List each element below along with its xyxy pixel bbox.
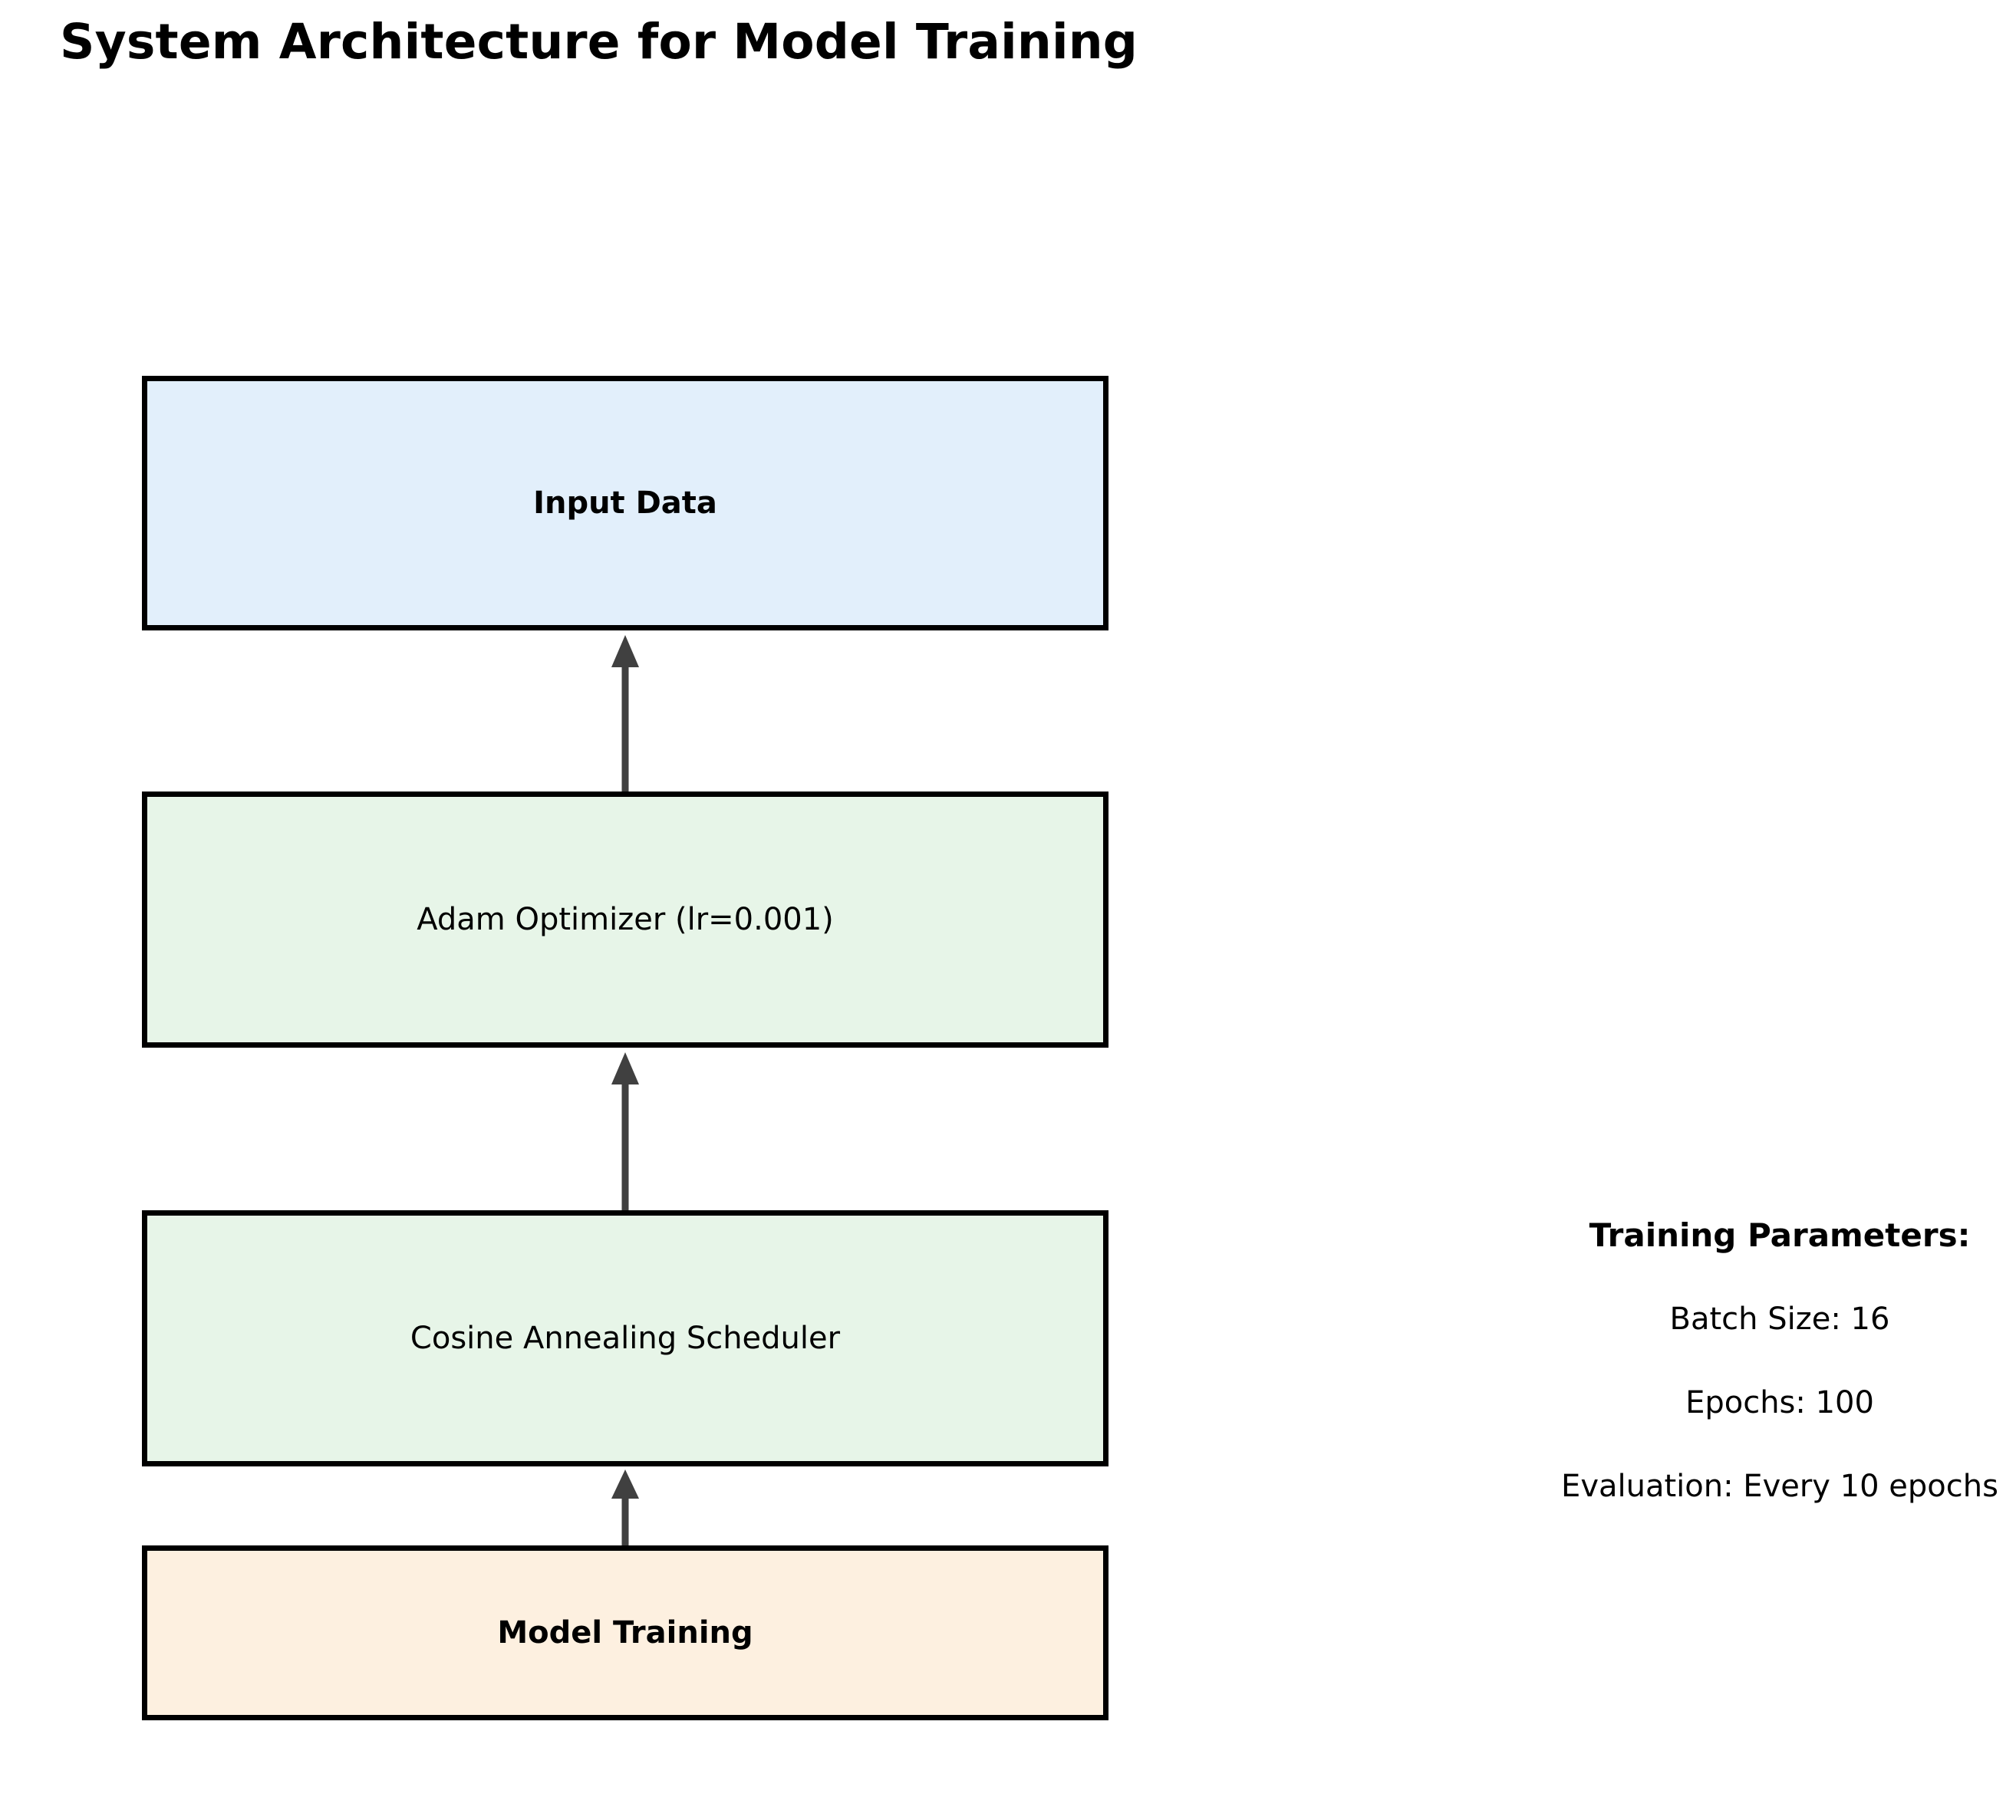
arrow-optimizer-to-input-data [602,630,648,792]
panel-spacer [1531,1418,2016,1471]
flow-node-label: Input Data [533,485,717,521]
panel-spacer [1531,1252,2016,1304]
training-parameters-panel: Training Parameters: Batch Size: 16 Epoc… [1531,1219,2016,1502]
training-parameter-epochs: Epochs: 100 [1685,1385,1874,1420]
panel-spacer [1531,1335,2016,1387]
training-parameter-batch-size: Batch Size: 16 [1669,1302,1890,1337]
training-parameter-evaluation: Evaluation: Every 10 epochs [1561,1469,1998,1504]
arrow-model-training-to-scheduler [602,1466,648,1545]
flow-node-label: Adam Optimizer (lr=0.001) [417,902,834,937]
arrow-scheduler-to-optimizer [602,1048,648,1210]
flow-node-input-data[interactable]: Input Data [142,376,1108,630]
training-parameters-heading: Training Parameters: [1589,1216,1971,1254]
flow-node-label: Model Training [497,1615,753,1651]
flow-node-label: Cosine Annealing Scheduler [410,1321,841,1356]
flow-node-optimizer[interactable]: Adam Optimizer (lr=0.001) [142,792,1108,1048]
flow-node-scheduler[interactable]: Cosine Annealing Scheduler [142,1210,1108,1466]
page-title: System Architecture for Model Training [60,14,1138,70]
flow-node-model-training[interactable]: Model Training [142,1545,1108,1720]
